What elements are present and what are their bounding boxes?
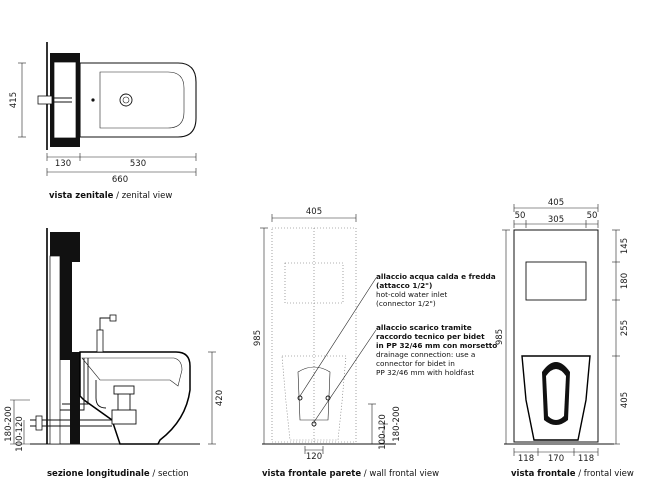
section-drain-low-dim: 100-120 [15,416,25,452]
zenital-depth-dim: 415 [9,92,19,108]
wall-frontal-view: 405 985 120 100-120 180-200 allac [253,207,500,479]
wall-panel-outline [284,262,344,304]
frontal-width-dim: 405 [548,198,564,208]
wall-water-inlet [297,395,303,401]
frontal-bottom-mid-dim: 170 [548,454,564,464]
zenital-left-dim: 130 [55,159,71,169]
zenital-total-dim: 660 [112,175,128,185]
wall-frontal-caption: vista frontale parete / wall frontal vie… [262,469,439,479]
frontal-bottom-right-dim: 118 [578,454,594,464]
frontal-side-left-dim: 50 [515,211,526,221]
section-bidet-profile [79,351,191,445]
section-drain-high-dim: 180-200 [4,406,14,442]
section-frame [50,232,80,444]
wall-height-dim: 985 [253,330,263,346]
frontal-dim-145: 145 [620,238,630,254]
section-height-dim: 420 [215,390,225,406]
frontal-dim-255: 255 [620,320,630,336]
zenital-drain [119,93,133,107]
wall-drain-low-dim: 100-120 [378,414,388,450]
section-caption: sezione longitudinale / section [47,469,189,479]
zenital-bidet-outline [79,62,197,138]
frontal-height-dim: 985 [495,329,505,345]
frontal-caption: vista frontale / frontal view [511,469,634,479]
zenital-caption: vista zenitale / zenital view [49,191,172,201]
wall-width-dim: 405 [306,207,322,217]
zenital-right-dim: 530 [130,159,146,169]
frontal-middle-dim: 305 [548,215,564,225]
section-view: 180-200 100-120 420 sezione longitudinal… [4,228,225,479]
frontal-side-right-dim: 50 [587,211,598,221]
wall-inlet-dim: 120 [306,452,322,462]
frontal-view: 405 50 305 50 985 145 180 255 405 [495,198,634,479]
zenital-tap-hole [91,98,95,102]
wall-bidet-outline [281,355,347,441]
note-water-inlet: allaccio acqua calda e fredda (attacco 1… [376,272,498,308]
note-drain-connection: allaccio scarico tramite raccordo tecnic… [376,323,500,377]
zenital-pipe-fitting [37,95,53,105]
wall-drain-high-dim: 180-200 [392,406,402,442]
frontal-dim-180: 180 [620,273,630,289]
frontal-bottom-left-dim: 118 [518,454,534,464]
zenital-bowl-outline [99,71,185,129]
frontal-panel [525,261,587,301]
wall-frame-outline [271,227,357,443]
frontal-dim-405: 405 [620,392,630,408]
zenital-view: 415 130 530 660 vista zenitale / zenital… [9,42,197,201]
